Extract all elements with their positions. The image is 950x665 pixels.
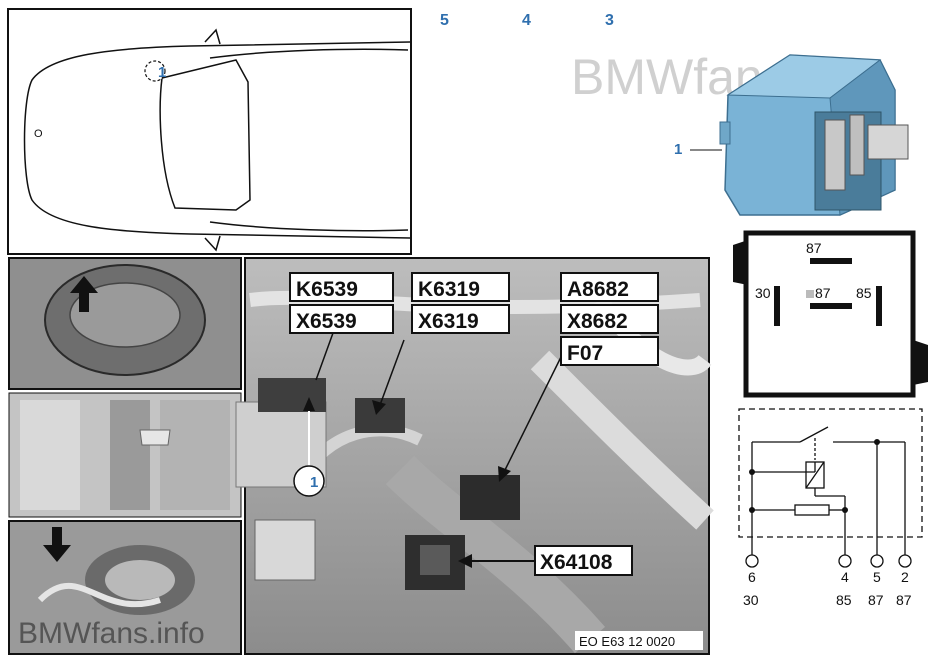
schematic-pin-4: 4: [841, 569, 849, 585]
thumbnail-component-detail: [8, 392, 242, 518]
callout-x6539-label: X6539: [296, 310, 357, 333]
relay-image: [719, 54, 909, 216]
callout-f07-label: F07: [567, 342, 603, 365]
figure-code: EO E63 12 0020: [579, 634, 675, 649]
schematic-term-87: 87: [868, 592, 884, 608]
relay-schematic: [738, 408, 923, 568]
callout-x64108-label: X64108: [540, 551, 613, 574]
thumbnail-wiring: [8, 520, 242, 655]
terminal-30: [774, 286, 780, 326]
pin-87a-label: 87: [815, 285, 831, 301]
terminal-87: [810, 258, 852, 264]
relay-number-4: 4: [522, 12, 531, 29]
watermark-bottom: BMWfans.info: [18, 617, 205, 650]
callout-x64108: X64108: [458, 545, 633, 576]
schematic-pin-5: 5: [873, 569, 881, 585]
schematic-pin-2: 2: [901, 569, 909, 585]
schematic-junctions: [749, 439, 880, 513]
location-marker: [144, 60, 166, 82]
schematic-term-30: 30: [743, 592, 759, 608]
relay-number-3: 3: [605, 12, 614, 29]
callout-k6319: K6319 X6319: [372, 272, 510, 415]
main-photo: [235, 257, 714, 655]
photo-location-marker: 1: [293, 397, 325, 497]
relay-number-5: 5: [440, 12, 449, 29]
schematic-pin-6: 6: [748, 569, 756, 585]
terminal-85: [876, 286, 882, 326]
callout-x6319-label: X6319: [418, 310, 479, 333]
terminal-86: [806, 290, 814, 298]
schematic-term-87b: 87: [896, 592, 912, 608]
car-outline: [23, 28, 411, 252]
callout-k6539-label: K6539: [296, 278, 358, 301]
pin-85-label: 85: [856, 285, 872, 301]
figure-code-box: EO E63 12 0020: [575, 631, 703, 650]
callout-x8682-label: X8682: [567, 310, 628, 333]
callout-a8682: A8682 X8682 F07: [498, 272, 659, 482]
car-overview-panel: 1 O: [7, 8, 412, 255]
arrow-down-icon: [43, 527, 71, 562]
schematic-term-85: 85: [836, 592, 852, 608]
photo-marker-label: 1: [310, 474, 318, 491]
thumbnail-engine-top: [8, 257, 242, 390]
terminal-87a: [810, 303, 852, 309]
car-emblem: O: [34, 128, 43, 140]
arrow-up-icon: [70, 276, 98, 312]
pin-87-label: 87: [806, 240, 822, 256]
relay-pinout-panel: 87 30 87 85: [733, 230, 928, 398]
pin-30-label: 30: [755, 285, 771, 301]
callout-k6539: K6539 X6539: [289, 272, 394, 381]
location-marker-label: 1: [158, 64, 166, 81]
callout-k6319-label: K6319: [418, 278, 480, 301]
relay-label: 1: [674, 141, 682, 158]
callout-a8682-label: A8682: [567, 278, 629, 301]
